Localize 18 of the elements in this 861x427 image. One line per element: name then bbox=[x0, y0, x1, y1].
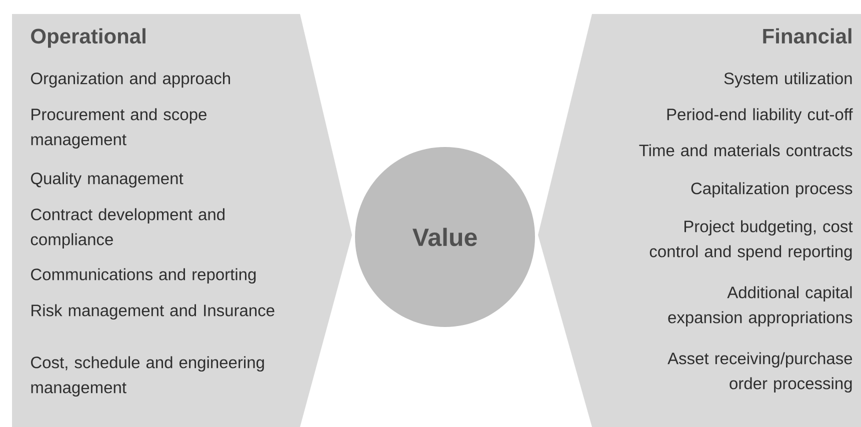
list-item: Procurement and scope management bbox=[31, 108, 206, 149]
list-item: Time and materials contracts bbox=[639, 144, 852, 156]
list-item: Quality management bbox=[31, 172, 184, 188]
list-item: Communications and reporting bbox=[31, 268, 256, 284]
list-item: Contract development and compliance bbox=[30, 208, 224, 249]
list-item: Organization and approach bbox=[31, 72, 230, 88]
list-item: Risk management and Insurance bbox=[32, 304, 274, 320]
list-item: Capitalization process bbox=[691, 182, 852, 198]
list-item: System utilization bbox=[724, 72, 852, 88]
list-item: Cost, schedule and engineering management bbox=[31, 356, 264, 397]
list-item: Period-end liability cut-off bbox=[667, 108, 853, 124]
panel bbox=[12, 14, 352, 427]
list-item: Additional capital expansion appropriations bbox=[668, 286, 852, 327]
panel bbox=[538, 14, 861, 427]
panel-heading: Financial bbox=[763, 28, 852, 44]
panel-heading: Operational bbox=[31, 28, 146, 48]
list-item: Project budgeting, cost control and spend reporting bbox=[650, 220, 853, 261]
list-item: Asset receiving/purchase order processing bbox=[668, 352, 852, 393]
